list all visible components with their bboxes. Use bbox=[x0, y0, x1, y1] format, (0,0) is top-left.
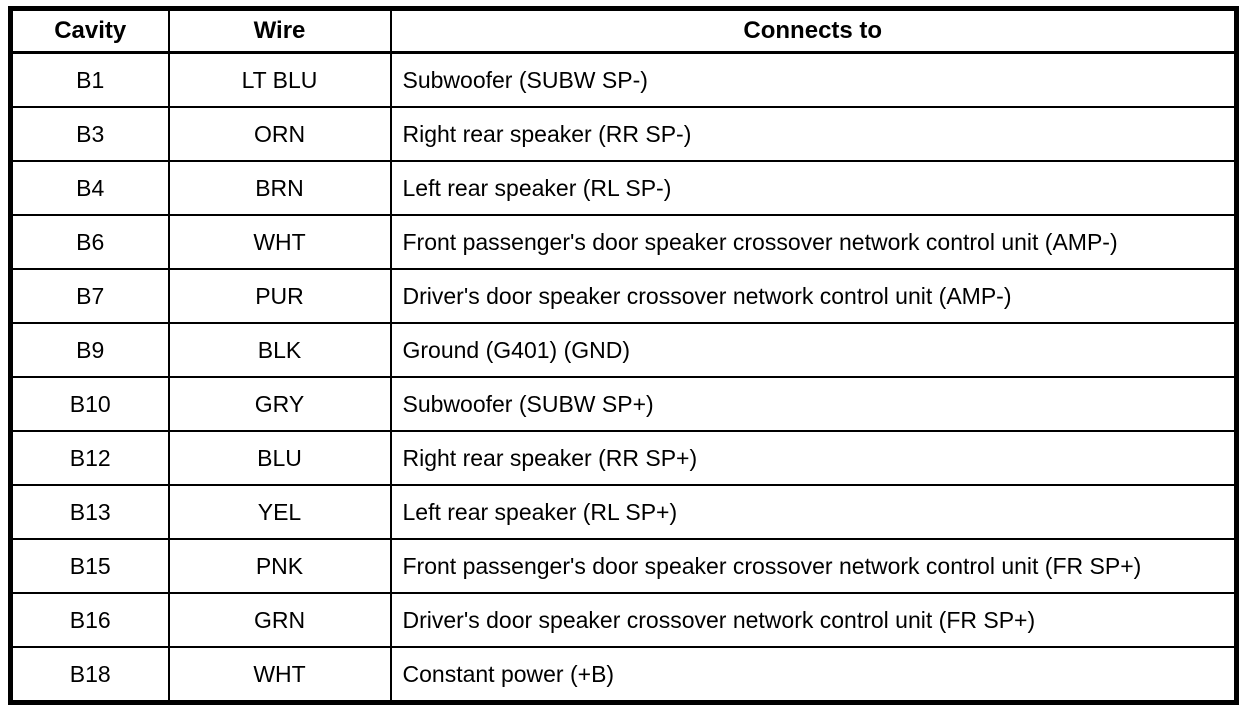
table-body: B1 LT BLU Subwoofer (SUBW SP-) B3 ORN Ri… bbox=[9, 51, 1238, 704]
cavity-cell: B1 bbox=[9, 51, 170, 108]
table-row: B6 WHT Front passenger's door speaker cr… bbox=[9, 214, 1238, 270]
table-row: B4 BRN Left rear speaker (RL SP-) bbox=[9, 160, 1238, 216]
wire-cell: GRN bbox=[167, 592, 392, 648]
table-row: B12 BLU Right rear speaker (RR SP+) bbox=[9, 430, 1238, 486]
table-row: B15 PNK Front passenger's door speaker c… bbox=[9, 538, 1238, 594]
connects-to-cell: Right rear speaker (RR SP-) bbox=[389, 106, 1238, 162]
wire-cell: PUR bbox=[167, 268, 392, 324]
table-row: Cavity Wire Connects to bbox=[9, 7, 1238, 54]
cavity-cell: B15 bbox=[9, 538, 170, 594]
wire-cell: WHT bbox=[167, 214, 392, 270]
cavity-cell: B12 bbox=[9, 430, 170, 486]
cavity-cell: B13 bbox=[9, 484, 170, 540]
connects-to-cell: Driver's door speaker crossover network … bbox=[389, 268, 1238, 324]
wire-cell: BLU bbox=[167, 430, 392, 486]
connects-to-cell: Subwoofer (SUBW SP-) bbox=[389, 51, 1238, 108]
connects-to-cell: Subwoofer (SUBW SP+) bbox=[389, 376, 1238, 432]
connects-to-cell: Left rear speaker (RL SP-) bbox=[389, 160, 1238, 216]
connects-to-cell: Right rear speaker (RR SP+) bbox=[389, 430, 1238, 486]
column-header-connects-to: Connects to bbox=[389, 7, 1238, 54]
cavity-cell: B3 bbox=[9, 106, 170, 162]
table-row: B10 GRY Subwoofer (SUBW SP+) bbox=[9, 376, 1238, 432]
connects-to-cell: Constant power (+B) bbox=[389, 646, 1238, 704]
wire-cell: GRY bbox=[167, 376, 392, 432]
cavity-cell: B10 bbox=[9, 376, 170, 432]
connects-to-cell: Front passenger's door speaker crossover… bbox=[389, 538, 1238, 594]
table-row: B13 YEL Left rear speaker (RL SP+) bbox=[9, 484, 1238, 540]
cavity-cell: B7 bbox=[9, 268, 170, 324]
connects-to-cell: Driver's door speaker crossover network … bbox=[389, 592, 1238, 648]
column-header-cavity: Cavity bbox=[9, 7, 170, 54]
cavity-cell: B18 bbox=[9, 646, 170, 704]
table-row: B16 GRN Driver's door speaker crossover … bbox=[9, 592, 1238, 648]
cavity-cell: B9 bbox=[9, 322, 170, 378]
wire-cell: ORN bbox=[167, 106, 392, 162]
connects-to-cell: Front passenger's door speaker crossover… bbox=[389, 214, 1238, 270]
cavity-cell: B4 bbox=[9, 160, 170, 216]
cavity-cell: B16 bbox=[9, 592, 170, 648]
connector-pinout-table: Cavity Wire Connects to B1 LT BLU Subwoo… bbox=[8, 6, 1239, 705]
wire-cell: WHT bbox=[167, 646, 392, 704]
table-row: B1 LT BLU Subwoofer (SUBW SP-) bbox=[9, 51, 1238, 108]
table-row: B18 WHT Constant power (+B) bbox=[9, 646, 1238, 704]
table-row: B7 PUR Driver's door speaker crossover n… bbox=[9, 268, 1238, 324]
table-row: B9 BLK Ground (G401) (GND) bbox=[9, 322, 1238, 378]
wire-cell: BRN bbox=[167, 160, 392, 216]
connects-to-cell: Left rear speaker (RL SP+) bbox=[389, 484, 1238, 540]
wire-cell: YEL bbox=[167, 484, 392, 540]
wire-cell: LT BLU bbox=[167, 51, 392, 108]
table-header-row: Cavity Wire Connects to bbox=[9, 7, 1238, 54]
wire-cell: PNK bbox=[167, 538, 392, 594]
table-row: B3 ORN Right rear speaker (RR SP-) bbox=[9, 106, 1238, 162]
cavity-cell: B6 bbox=[9, 214, 170, 270]
connects-to-cell: Ground (G401) (GND) bbox=[389, 322, 1238, 378]
wire-cell: BLK bbox=[167, 322, 392, 378]
column-header-wire: Wire bbox=[167, 7, 392, 54]
